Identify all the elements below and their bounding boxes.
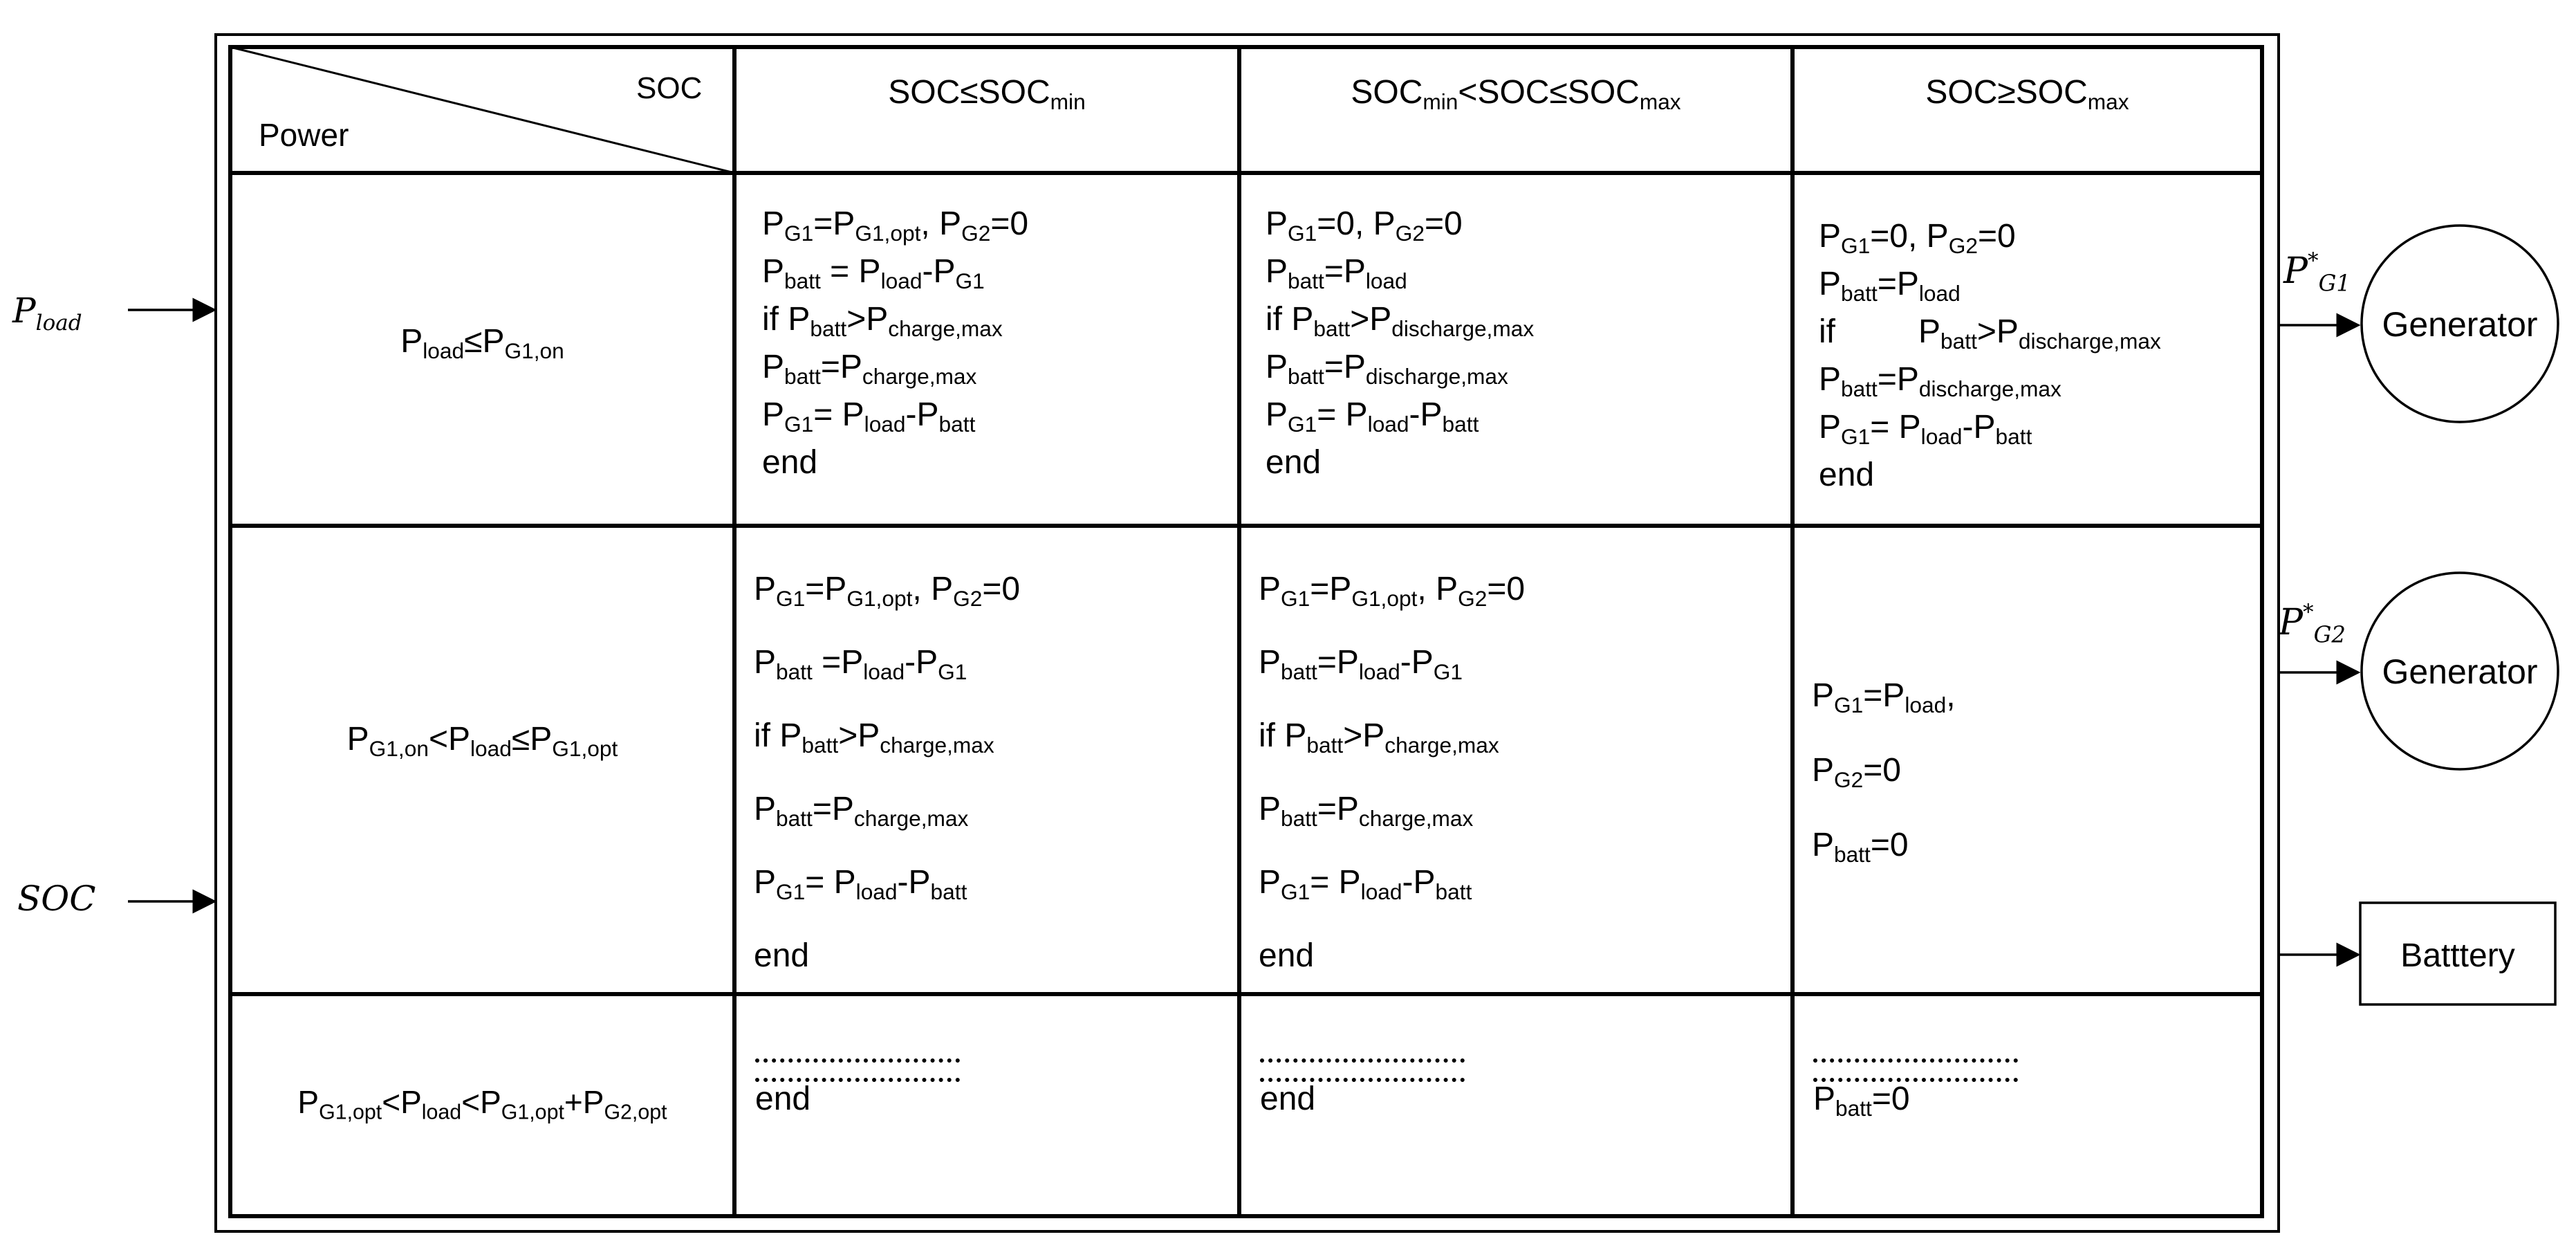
formula-line: PG1= Pload-Pbatt xyxy=(1819,409,2032,449)
input-soc-label: SOC xyxy=(17,879,96,919)
formula-line: PG1=PG1,opt, PG2=0 xyxy=(762,205,1029,246)
formula-line: PG1=Pload, xyxy=(1812,677,1956,717)
formula-line: if Pbatt>Pdischarge,max xyxy=(1819,313,2161,354)
row3-condition: PG1,opt<Pload<PG1,opt+PG2,opt xyxy=(297,1084,667,1124)
header-col3: SOC≥SOCmax xyxy=(1925,74,2129,114)
formula-line: Pbatt=0 xyxy=(1812,827,1909,867)
battery-box xyxy=(2359,901,2557,1006)
r3c1-dots-top xyxy=(755,1058,960,1063)
formula-line: PG1=PG1,opt, PG2=0 xyxy=(1259,571,1526,611)
header-diagonal xyxy=(230,46,735,174)
row2-condition: PG1,on<Pload≤PG1,opt xyxy=(346,721,618,761)
r3c3-dots-bottom xyxy=(1813,1078,2018,1082)
generator-2-label: Generator xyxy=(2382,652,2538,691)
table-border xyxy=(228,45,2264,1218)
formula-line: PG1= Pload-Pbatt xyxy=(1259,864,1472,904)
r3c1-dots-bottom xyxy=(755,1078,960,1082)
formula-line: Pbatt = Pload-PG1 xyxy=(762,253,985,293)
formula-line: Pbatt=Pdischarge,max xyxy=(1266,349,1508,389)
formula-line: PG1=PG1,opt, PG2=0 xyxy=(754,571,1021,611)
formula-line: Pbatt=Pdischarge,max xyxy=(1819,361,2061,401)
generator-1-circle xyxy=(2360,224,2559,423)
formula-line: if Pbatt>Pcharge,max xyxy=(762,301,1003,341)
formula-line: Pbatt =Pload-PG1 xyxy=(754,644,967,684)
formula-line: PG1=0, PG2=0 xyxy=(1819,218,2016,258)
header-col2: SOCmin<SOC≤SOCmax xyxy=(1351,74,1681,114)
formula-line: if Pbatt>Pcharge,max xyxy=(754,717,994,758)
corner-top-label: SOC xyxy=(636,71,703,105)
header-col1: SOC≤SOCmin xyxy=(888,74,1086,114)
formula-line: Pbatt=Pcharge,max xyxy=(754,791,969,831)
formula-line: end xyxy=(1819,457,1875,493)
formula-line: PG1= Pload-Pbatt xyxy=(754,864,967,904)
generator-1-label: Generator xyxy=(2382,305,2538,344)
generator-2-circle xyxy=(2360,571,2559,771)
formula-line: PG1= Pload-Pbatt xyxy=(1266,396,1479,437)
output-g2-label: P*G2 xyxy=(2279,600,2346,648)
formula-line: Pbatt=Pcharge,max xyxy=(1259,791,1474,831)
formula-line: end xyxy=(755,1081,811,1117)
formula-line: if Pbatt>Pcharge,max xyxy=(1259,717,1499,758)
formula-line: Pbatt=Pload xyxy=(1266,253,1407,293)
formula-line: Pbatt=Pload xyxy=(1819,266,1961,306)
formula-line: PG2=0 xyxy=(1812,752,1901,792)
output-g1-label: P*G1 xyxy=(2283,248,2351,297)
formula-line: PG1= Pload-Pbatt xyxy=(762,396,976,437)
row1-condition: Pload≤PG1,on xyxy=(400,323,564,363)
outer-frame xyxy=(214,33,2280,1233)
corner-bottom-label: Power xyxy=(259,117,349,153)
input-pload-label: Pload xyxy=(12,291,82,336)
battery-label: Batttery xyxy=(2400,937,2515,974)
formula-line: Pbatt=Pcharge,max xyxy=(762,349,977,389)
r3c2-dots-top xyxy=(1260,1058,1465,1063)
formula-line: end xyxy=(762,444,818,481)
formula-line: Pbatt=Pload-PG1 xyxy=(1259,644,1463,684)
formula-line: end xyxy=(1259,937,1315,974)
formula-line: PG1=0, PG2=0 xyxy=(1266,205,1463,246)
formula-line: end xyxy=(754,937,810,974)
formula-line: Pbatt=0 xyxy=(1813,1081,1910,1121)
formula-line: end xyxy=(1266,444,1322,481)
r3c3-dots-top xyxy=(1813,1058,2018,1063)
r3c2-dots-bottom xyxy=(1260,1078,1465,1082)
formula-line: end xyxy=(1260,1081,1316,1117)
formula-line: if Pbatt>Pdischarge,max xyxy=(1266,301,1535,341)
